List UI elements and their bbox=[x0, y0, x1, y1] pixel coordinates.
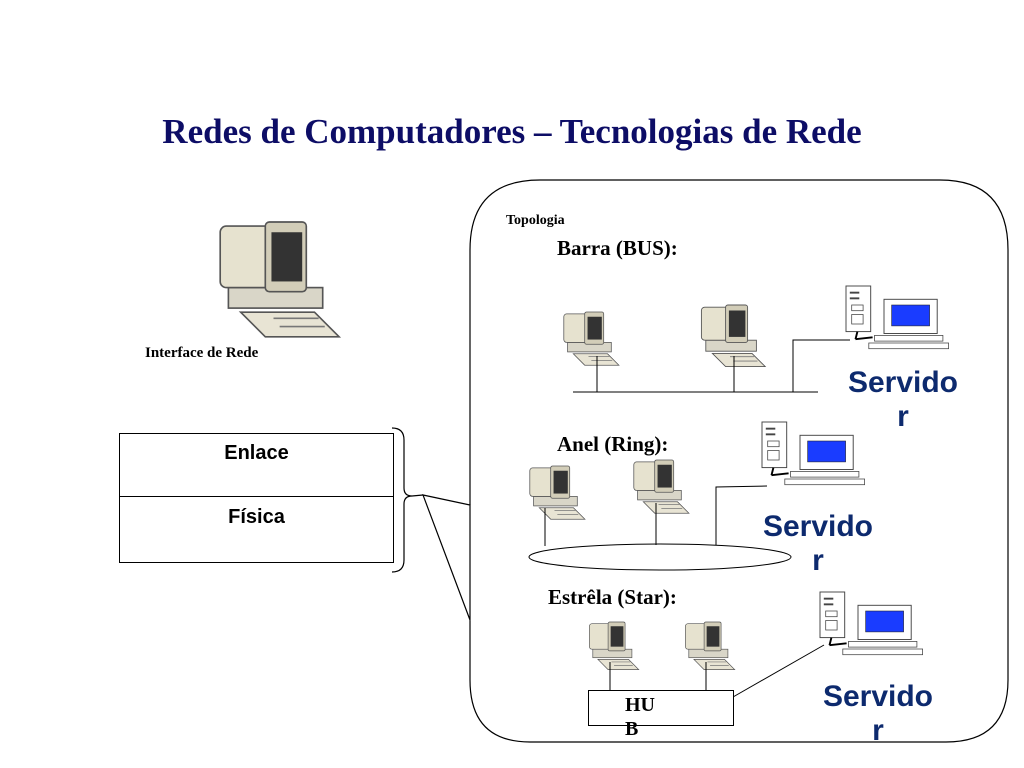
ring-workstation-1-icon bbox=[529, 465, 586, 520]
interface-label: Interface de Rede bbox=[145, 345, 259, 361]
ring-loop bbox=[528, 543, 792, 571]
slide-title: Redes de Computadores – Tecnologias de R… bbox=[162, 112, 862, 151]
star-workstation-2-icon bbox=[684, 621, 736, 671]
hub-label: HUB bbox=[625, 694, 655, 740]
layer-brace bbox=[391, 427, 413, 573]
ring-label: Anel (Ring): bbox=[557, 432, 669, 456]
bus-workstation-2-icon bbox=[700, 304, 766, 368]
star-label: Estrêla (Star): bbox=[548, 585, 677, 609]
network-interface-computer-icon bbox=[219, 220, 341, 338]
star-server-label: Servidor bbox=[822, 680, 934, 747]
ring-workstation-2-icon bbox=[633, 459, 690, 514]
hub-box: HUB bbox=[588, 690, 734, 740]
star-server-icon bbox=[819, 591, 924, 656]
layer-fisica: Física bbox=[228, 506, 285, 528]
layer-stack: Enlace Física bbox=[119, 433, 394, 563]
bus-server-icon bbox=[845, 285, 950, 350]
layer-divider bbox=[120, 496, 393, 497]
star-workstation-1-icon bbox=[588, 621, 640, 671]
layer-enlace: Enlace bbox=[224, 442, 289, 464]
topology-heading: Topologia bbox=[506, 213, 565, 228]
bus-label: Barra (BUS): bbox=[557, 236, 678, 260]
bus-workstation-1-icon bbox=[563, 311, 620, 366]
topology-callout-outline bbox=[422, 179, 1009, 743]
bus-server-label: Servidor bbox=[847, 366, 959, 433]
ring-server-label: Servidor bbox=[762, 510, 874, 577]
